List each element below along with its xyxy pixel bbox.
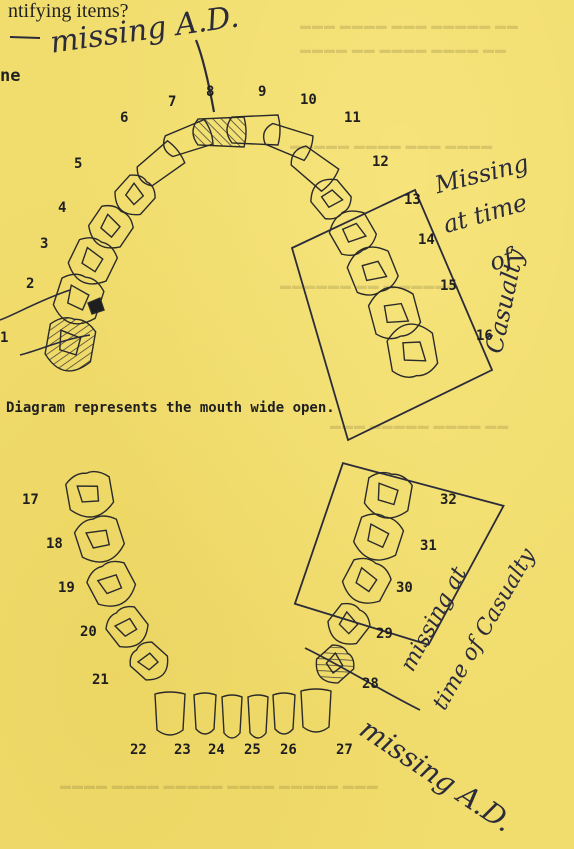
upper-tooth-number: 8 <box>206 84 214 100</box>
pen-stroke <box>196 40 214 112</box>
upper-tooth-number: 5 <box>74 156 82 172</box>
lower-tooth-number: 28 <box>362 676 379 692</box>
pen-stroke <box>10 37 40 38</box>
lower-tooth-number: 22 <box>130 742 147 758</box>
lower-tooth-number: 24 <box>208 742 225 758</box>
upper-tooth-number: 11 <box>344 110 361 126</box>
tooth-outline <box>222 695 242 738</box>
tooth-outline <box>193 117 246 147</box>
lower-tooth-number: 29 <box>376 626 393 642</box>
tooth-outline <box>324 204 380 261</box>
upper-tooth-number: 12 <box>372 154 389 170</box>
tooth-outline <box>260 120 315 161</box>
upper-tooth-number: 7 <box>168 94 176 110</box>
upper-tooth-number: 6 <box>120 110 128 126</box>
tooth-outline <box>248 695 268 738</box>
tooth-outline <box>194 693 216 734</box>
upper-tooth-number: 3 <box>40 236 48 252</box>
tooth-outline <box>301 689 331 732</box>
lower-tooth-number: 32 <box>440 492 457 508</box>
tooth-outline <box>102 601 154 654</box>
lower-tooth-number: 23 <box>174 742 191 758</box>
lower-tooth-number: 17 <box>22 492 39 508</box>
tooth-outline <box>286 141 340 192</box>
lower-tooth-number: 27 <box>336 742 353 758</box>
tooth-outline <box>83 556 140 613</box>
upper-tooth-number: 4 <box>58 200 66 216</box>
lower-tooth-number: 25 <box>244 742 261 758</box>
diagram-caption: Diagram represents the mouth wide open. <box>6 400 335 416</box>
upper-tooth-number: 1 <box>0 330 8 346</box>
tooth-outline <box>343 240 401 300</box>
upper-tooth-number: 14 <box>418 232 435 248</box>
upper-tooth-number: 9 <box>258 84 266 100</box>
tooth-outline <box>132 140 186 191</box>
upper-tooth-number: 2 <box>26 276 34 292</box>
upper-tooth-number: 15 <box>440 278 457 294</box>
lower-tooth-number: 20 <box>80 624 97 640</box>
tooth-outline <box>155 692 185 735</box>
tooth-outline <box>365 282 423 343</box>
lower-tooth-number: 19 <box>58 580 75 596</box>
upper-tooth-number: 10 <box>300 92 317 108</box>
tooth-outline <box>63 232 120 291</box>
lower-tooth-number: 26 <box>280 742 297 758</box>
lower-tooth-number: 31 <box>420 538 437 554</box>
lower-tooth-number: 21 <box>92 672 109 688</box>
tooth-outline <box>273 693 295 734</box>
tooth-outline <box>310 641 359 689</box>
tooth-outline <box>64 469 115 521</box>
tooth-outline <box>338 553 395 610</box>
tooth-outline <box>125 638 174 686</box>
tooth-outline <box>72 512 128 568</box>
tooth-outline <box>322 598 374 651</box>
lower-tooth-number: 18 <box>46 536 63 552</box>
tooth-outline <box>109 170 160 222</box>
tooth-outline <box>385 320 439 380</box>
lower-arch <box>64 469 413 738</box>
upper-tooth-number: 13 <box>404 192 421 208</box>
tooth-outline <box>305 173 356 225</box>
tooth-outline <box>350 510 406 566</box>
lower-tooth-number: 30 <box>396 580 413 596</box>
